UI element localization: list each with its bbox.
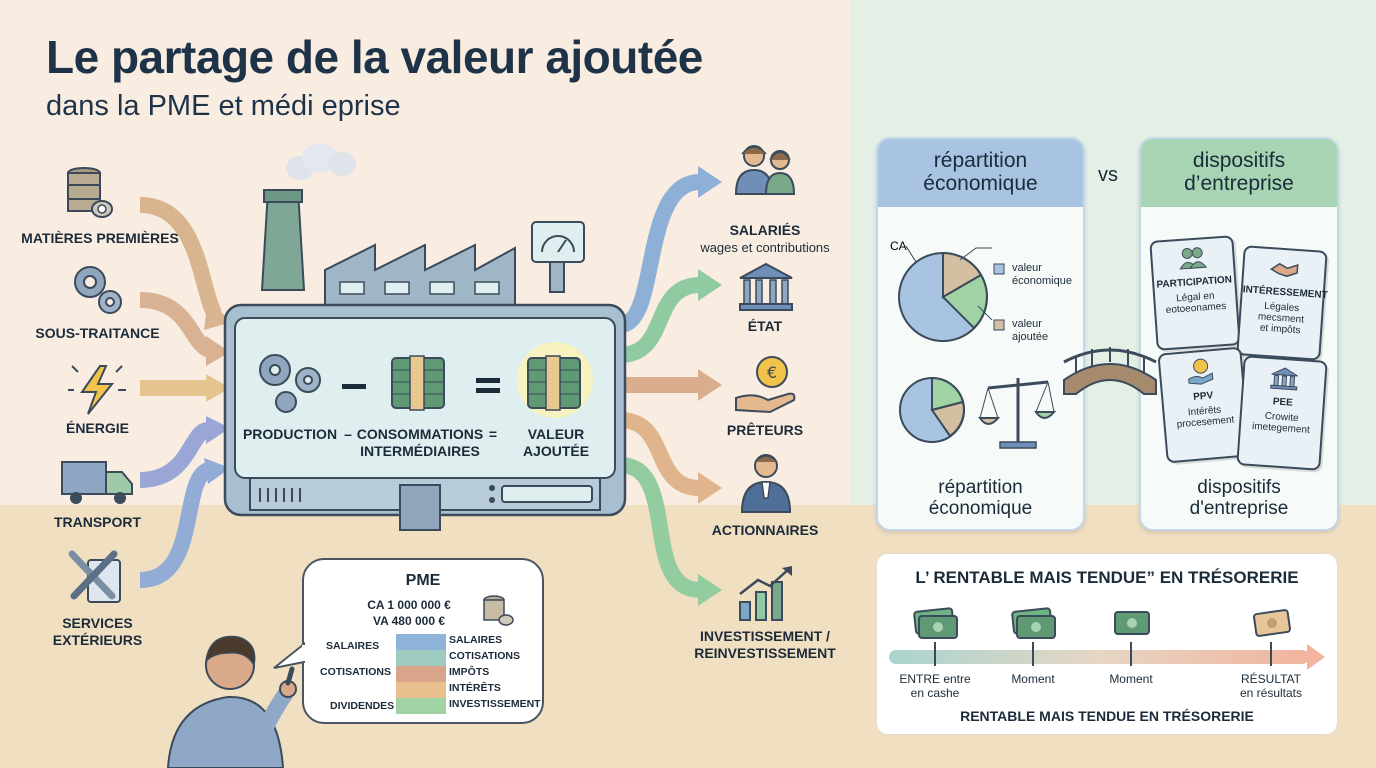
output-label-salaries: SALARIÉS wages et contributions [680,205,850,273]
cash-stack-4-icon [1253,609,1291,637]
treasury-title: L’ RENTABLE MAIS TENDUE” EN TRÉSORERIE [915,568,1299,587]
pme-title: PME [405,572,441,589]
page-subtitle: dans la PME et médi eprise [46,90,401,122]
input-arrow-subcontracting [139,292,214,358]
truck-icon [61,461,133,504]
pie-ca-label: CA [890,239,907,253]
pme-speech-bubble: PME CA 1 000 000 € VA 480 000 € SALAIRES… [302,558,544,724]
factory-label-production: PRODUCTION [242,426,338,442]
treasury-milestone-3: RÉSULTAT en résultats [1239,672,1303,700]
treasury-milestone-1: Moment [1011,672,1055,686]
card-interessement-text: Légales mecsment et impôts [1257,300,1305,337]
output-salaries-title: SALARIÉS [729,222,801,238]
panel-economic-distribution: répartition économique répartition écono… [876,137,1085,531]
output-arrow-state [619,277,701,363]
pme-allocation-strip [396,698,446,714]
coins-icon [483,595,514,626]
pme-right-label-2: IMPÔTS [449,666,490,678]
pme-va: VA 480 000 € [372,614,446,628]
pme-allocation-strip [396,666,446,682]
pie-legend-added: valeur ajoutée [1012,318,1049,343]
card-pee-title: PEE [1272,396,1294,409]
vs-label: vs [1098,164,1118,186]
pme-right-label-4: INVESTISSEMENT [449,698,541,710]
coin-hand-icon [1188,358,1214,385]
factory-label-valeur: VALEUR AJOUTÉE [522,426,590,459]
output-label-lenders: PRÊTEURS [726,422,804,438]
lightning-icon [68,365,126,415]
output-label-shareholders: ACTIONNAIRES [711,522,819,538]
pme-right-label-3: INTÉRÊTS [449,682,501,694]
employees-icon [734,145,796,195]
treasury-milestone-2: Moment [1109,672,1153,686]
economic-pies: CA [890,239,1057,449]
panel-left-header: répartition économique [878,139,1083,207]
input-label-subcontracting: SOUS-TRAITANCE [35,325,160,341]
cash-stack-2-icon [1011,607,1056,639]
input-label-energy: ÉNERGIE [65,420,129,436]
output-label-investment: INVESTISSEMENT / REINVESTISSEMENT [694,628,836,661]
people-icon [1179,247,1208,270]
euro-hand-icon: € [735,356,796,414]
card-ppv-text: Intérêts procesement [1176,404,1235,431]
card-participation[interactable]: PARTICIPATION Légal en eotoeonames [1149,235,1241,351]
card-participation-text: Légal en eotoeonames [1165,290,1227,317]
card-interessement[interactable]: INTÉRESSEMENT Légales mecsment et impôts [1236,245,1329,361]
factory-label-consommations: CONSOMMATIONS INTERMÉDIAIRES [356,426,484,459]
input-label-services: SERVICES EXTÉRIEURS [52,615,143,648]
growth-chart-icon [739,566,792,621]
shareholder-icon [740,454,792,513]
pme-right-label-1: COTISATIONS [449,650,520,662]
input-arrow-services [139,462,213,588]
treasury-milestone-0: ENTRE entre en cashe [899,672,971,700]
pie-legend-economic: valeur économique [1012,262,1072,287]
treasury-timeline [889,607,1325,670]
panel-right-header: dispositifs d’entreprise [1141,139,1337,207]
gears-icon [74,266,122,314]
card-pee[interactable]: PEE Crowite imetegement [1236,355,1328,471]
pme-left-label-1: COTISATIONS [320,666,391,678]
presenter-person [166,635,297,768]
bridge-icon [1063,347,1157,395]
barrel-icon [67,167,113,218]
svg-text:€: € [767,363,777,382]
bubble-tail [273,641,308,669]
input-label-raw-materials: MATIÈRES PREMIÈRES [21,230,179,246]
cash-stack-1-icon [913,607,958,639]
card-ppv[interactable]: PPV Intérêts procesement [1157,346,1251,464]
input-arrow-transport [139,422,210,488]
output-arrow-salaries [618,174,702,333]
factory-label-equals: = [488,426,498,442]
pme-ca: CA 1 000 000 € [367,598,451,612]
bank-icon [1270,367,1298,391]
treasury-footer: RENTABLE MAIS TENDUE EN TRÉSORERIE [960,708,1254,724]
output-arrow-shareholders [619,412,701,496]
pme-allocation-strip [396,634,446,650]
output-arrow-investment [619,457,701,598]
card-participation-title: PARTICIPATION [1156,274,1233,291]
page-title: Le partage de la valeur ajoutée [46,31,703,83]
tools-icon [68,550,121,603]
pme-allocation-strip [396,682,446,698]
handshake-icon [1269,262,1299,278]
factory-label-minus: – [344,426,352,442]
card-interessement-title: INTÉRESSEMENT [1242,284,1329,302]
input-label-transport: TRANSPORT [53,514,142,530]
panel-right-footer: dispositifs d'entreprise [1189,477,1289,519]
pme-right-label-0: SALAIRES [449,634,503,646]
treasury-panel: L’ RENTABLE MAIS TENDUE” EN TRÉSORERIE E… [876,553,1338,735]
factory-illustration [223,143,627,531]
panel-left-footer: répartition économique [928,477,1033,519]
pme-left-label-0: SALAIRES [326,640,380,652]
cash-stack-3-icon [1114,611,1150,635]
card-pee-text: Crowite imetegement [1251,410,1311,436]
pme-allocation-strip [396,650,446,666]
output-label-state: ÉTAT [747,318,783,334]
output-salaries-sublabel: wages et contributions [700,240,830,255]
government-building-icon [739,262,793,311]
pme-left-label-2: DIVIDENDES [330,700,395,712]
